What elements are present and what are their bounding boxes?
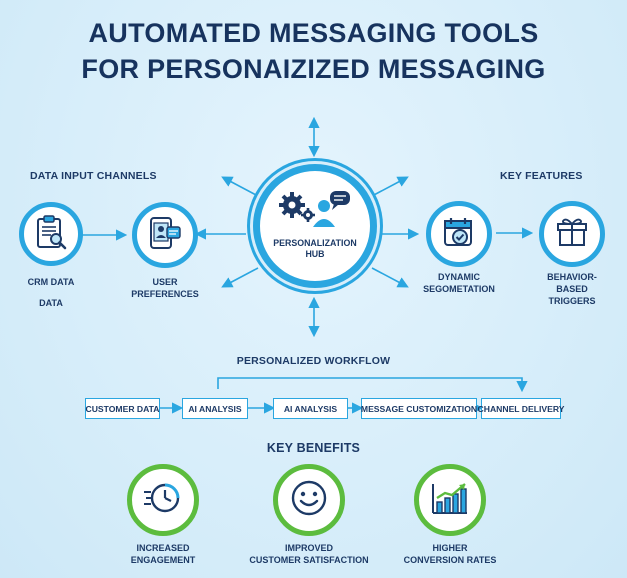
conversion-rates-label-line1: HIGHER <box>432 543 468 553</box>
conversion-rates-label-line2: CONVERSION RATES <box>403 555 497 565</box>
user-preferences-label-line2: PREFERENCES <box>131 289 199 299</box>
workflow-step-channel-delivery: CHANNEL DELIVERY <box>478 398 564 419</box>
conversion-rates-node <box>414 464 486 536</box>
workflow-step-ai-analysis-1: AI ANALYSIS <box>182 398 248 419</box>
clipboard-search-icon <box>34 214 68 255</box>
calendar-check-icon <box>442 215 476 254</box>
behavior-triggers-label-line3: TRIGGERS <box>548 296 596 306</box>
behavior-triggers-node <box>539 201 605 267</box>
hub-label-line2: HUB <box>305 249 325 259</box>
customer-satisfaction-label-line2: CUSTOMER SATISFACTION <box>249 555 369 565</box>
title-line-2: FOR PERSONAIZIZED MESSAGING <box>81 54 546 84</box>
section-key-benefits: KEY BENEFITS <box>266 441 361 455</box>
user-preferences-node <box>132 202 198 268</box>
crm-data-node <box>19 202 83 266</box>
title-line-1: AUTOMATED MESSAGING TOOLS <box>88 18 539 48</box>
section-personalized-workflow: PERSONALIZED WORKFLOW <box>236 355 391 367</box>
behavior-triggers-label-line1: BEHAVIOR- <box>547 272 597 282</box>
customer-satisfaction-node <box>273 464 345 536</box>
smiley-icon <box>290 479 328 522</box>
gears-person-chat-icon <box>278 189 352 234</box>
increased-engagement-node <box>127 464 199 536</box>
crm-data-label: CRM DATA <box>27 277 75 287</box>
dynamic-segmentation-node <box>426 201 492 267</box>
personalization-hub: PERSONALIZATION HUB <box>253 164 377 288</box>
user-preferences-label-line1: USER <box>152 277 178 287</box>
increased-engagement-label-line1: INCREASED <box>136 543 190 553</box>
section-data-input-channels: DATA INPUT CHANNELS <box>30 170 157 182</box>
tablet-profile-icon <box>147 215 183 256</box>
customer-satisfaction-label-line1: IMPROVED <box>284 543 333 553</box>
bar-chart-growth-icon <box>430 480 470 521</box>
dynamic-segmentation-label-line2: SEGOMETATION <box>423 284 495 294</box>
gift-icon <box>556 216 588 253</box>
workflow-step-message-customization: MESSAGE CUSTOMIZATION <box>361 398 477 419</box>
behavior-triggers-label-line2: BASED <box>556 284 588 294</box>
crm-data-sublabel: DATA <box>39 298 63 308</box>
workflow-step-customer-data: CUSTOMER DATA <box>85 398 160 419</box>
workflow-step-ai-analysis-2: AI ANALYSIS <box>273 398 348 419</box>
increased-engagement-label-line2: ENGAGEMENT <box>130 555 196 565</box>
section-key-features: KEY FEATURES <box>500 170 583 182</box>
dynamic-segmentation-label-line1: DYNAMIC <box>438 272 480 282</box>
hub-label-line1: PERSONALIZATION <box>273 238 357 248</box>
speed-clock-icon <box>143 480 183 521</box>
